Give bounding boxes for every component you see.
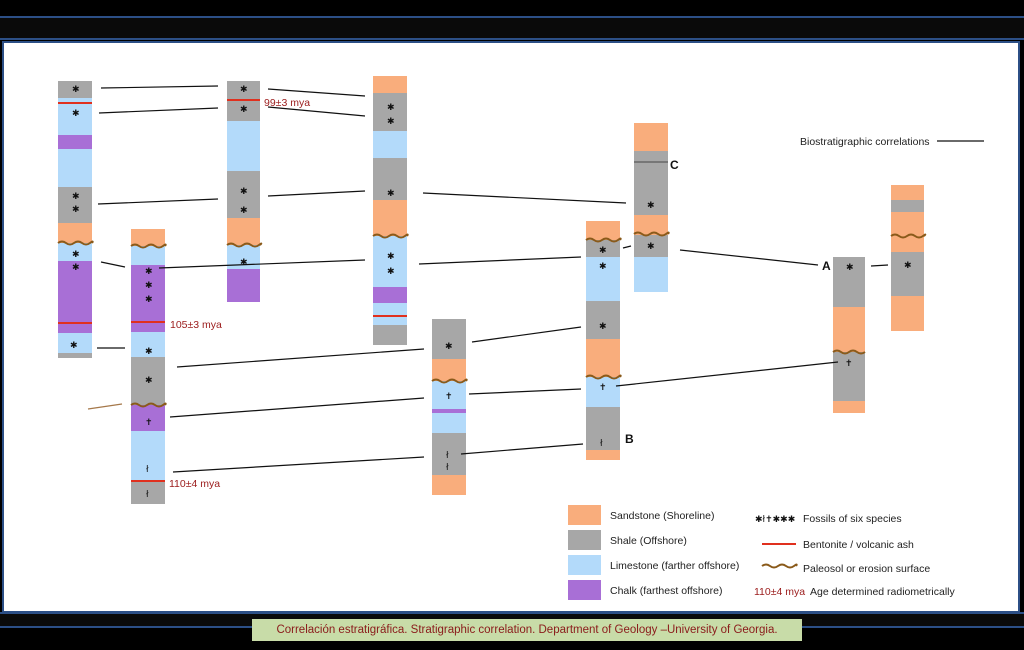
svg-text:✝: ✝	[845, 359, 853, 369]
svg-text:✱: ✱	[145, 295, 153, 305]
svg-text:ł: ł	[446, 451, 449, 461]
legend-fossils: Fossils of six species	[803, 513, 902, 525]
legend-limestone: Limestone (farther offshore)	[610, 560, 739, 572]
svg-text:✱: ✱	[387, 103, 395, 113]
svg-text:✱: ✱	[145, 347, 153, 357]
svg-text:ł: ł	[600, 439, 603, 449]
column-5: ✱ ✝ ł ł	[431, 319, 468, 495]
svg-text:✱: ✱	[599, 246, 607, 256]
svg-text:✝: ✝	[599, 383, 607, 393]
fossil-glyphs-icon: ✱ł✝✱✱✱	[755, 515, 795, 525]
correlation-lines	[97, 85, 984, 473]
svg-text:✱: ✱	[387, 252, 395, 262]
svg-text:✝: ✝	[445, 392, 453, 402]
column-9: ✱	[890, 185, 927, 331]
svg-text:✱: ✱	[387, 189, 395, 199]
point-label-c: C	[670, 158, 679, 172]
svg-text:✱: ✱	[145, 267, 153, 277]
svg-text:✱: ✱	[72, 109, 80, 119]
date-label-99: 99±3 mya	[264, 97, 310, 109]
swatch-limestone	[568, 555, 601, 575]
svg-text:ł: ł	[146, 465, 149, 475]
caption-bar: Correlación estratigráfica. Stratigraphi…	[252, 619, 802, 641]
svg-text:✱: ✱	[70, 341, 78, 351]
svg-text:✱: ✱	[387, 267, 395, 277]
top-band	[0, 16, 1024, 40]
date-label-105: 105±3 mya	[170, 319, 222, 331]
point-label-b: B	[625, 432, 634, 446]
svg-text:ł: ł	[146, 490, 149, 500]
column-2: ✱ ✱ ✱ ✱ ✱ ✝ ł ł	[130, 229, 167, 504]
svg-text:✱: ✱	[240, 187, 248, 197]
swatch-sandstone	[568, 505, 601, 525]
svg-text:✱: ✱	[72, 263, 80, 273]
symbol-legend: ✱ł✝✱✱✱ Fossils of six species Bentonite …	[754, 513, 955, 598]
column-7: ✱ ✱	[633, 123, 670, 292]
svg-text:✱: ✱	[240, 206, 248, 216]
svg-text:✱: ✱	[72, 192, 80, 202]
svg-text:✱: ✱	[240, 85, 248, 95]
svg-text:✱: ✱	[145, 376, 153, 386]
svg-text:✱: ✱	[904, 261, 912, 271]
biostrat-legend-label: Biostratigraphic correlations	[800, 136, 930, 148]
legend-sandstone: Sandstone (Shoreline)	[610, 510, 714, 522]
swatch-shale	[568, 530, 601, 550]
svg-text:✱: ✱	[445, 342, 453, 352]
legend-age-value: 110±4 mya	[754, 586, 805, 598]
swatch-chalk	[568, 580, 601, 600]
legend-age-text: Age determined radiometrically	[810, 586, 955, 598]
point-label-a: A	[822, 259, 831, 273]
svg-text:✱: ✱	[145, 281, 153, 291]
svg-text:✝: ✝	[145, 418, 153, 428]
column-6: ✱ ✱ ✱ ✝ ł	[585, 221, 622, 460]
rock-legend: Sandstone (Shoreline) Shale (Offshore) L…	[568, 505, 739, 600]
column-3: ✱ ✱ ✱ ✱ ✱	[226, 81, 263, 302]
svg-text:✱: ✱	[72, 250, 80, 260]
svg-text:✱: ✱	[599, 262, 607, 272]
svg-text:✱: ✱	[647, 201, 655, 211]
svg-text:✱: ✱	[72, 205, 80, 215]
svg-text:ł: ł	[446, 463, 449, 473]
column-8: ✱ ✝	[832, 257, 866, 413]
svg-text:✱: ✱	[387, 117, 395, 127]
svg-text:✱: ✱	[647, 242, 655, 252]
svg-text:✱: ✱	[846, 263, 854, 273]
column-1: ✱ ✱ ✱ ✱ ✱ ✱ ✱	[57, 81, 94, 358]
column-4: ✱ ✱ ✱ ✱ ✱	[372, 76, 409, 345]
svg-text:✱: ✱	[72, 85, 80, 95]
paleosol-line-icon	[761, 563, 798, 569]
legend-bentonite: Bentonite / volcanic ash	[803, 539, 914, 551]
svg-text:✱: ✱	[240, 105, 248, 115]
date-label-110: 110±4 mya	[169, 478, 220, 490]
legend-shale: Shale (Offshore)	[610, 535, 687, 547]
svg-text:✱: ✱	[599, 322, 607, 332]
legend-chalk: Chalk (farthest offshore)	[610, 585, 722, 597]
svg-text:✱: ✱	[240, 258, 248, 268]
partial-correlation-line	[87, 403, 123, 410]
legend-paleosol: Paleosol or erosion surface	[803, 563, 930, 575]
